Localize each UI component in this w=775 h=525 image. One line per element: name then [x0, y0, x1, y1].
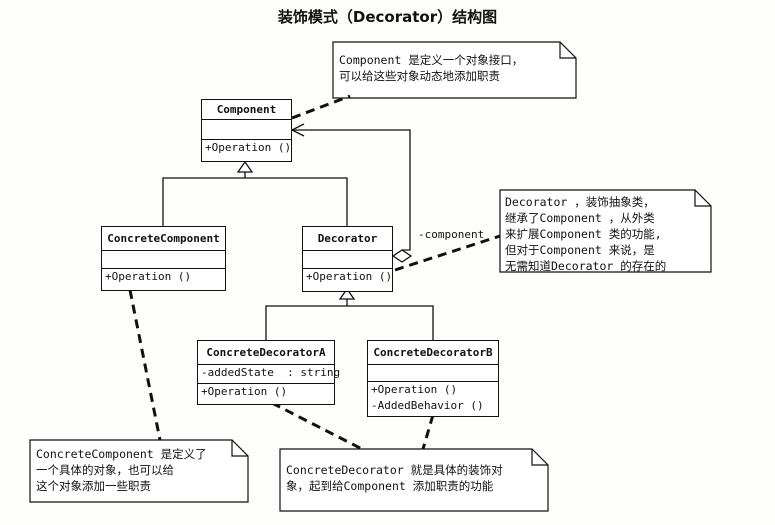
operation: -AddedBehavior (): [371, 399, 484, 412]
class-name: ConcreteDecoratorB: [368, 341, 498, 365]
note-anchors: [128, 94, 501, 451]
anchor-component-note: [291, 94, 351, 120]
note-shape-concrete-component: [29, 439, 249, 503]
note-shape-component: [332, 41, 577, 99]
class-concrete-decorator-b: ConcreteDecoratorB +Operation () -AddedB…: [367, 340, 499, 417]
diagram-title: 装饰模式（Decorator）结构图: [277, 8, 498, 26]
note-concrete-decorator: ConcreteDecorator 就是具体的装饰对 象，起到给Componen…: [286, 462, 503, 494]
generalization-to-decorator: [265, 287, 434, 340]
operation: +Operation (): [371, 383, 458, 396]
note-component: Component 是定义一个对象接口， 可以给这些对象动态地添加职责: [339, 52, 523, 84]
class-component: Component +Operation (): [201, 99, 292, 162]
note-line: 但对于Component 来说，是: [505, 243, 655, 257]
note-shape-concrete-decorator: [279, 448, 549, 512]
class-name: Decorator: [303, 227, 392, 251]
operation: +Operation (): [201, 385, 288, 398]
association-label: -component: [418, 228, 485, 241]
class-attributes: -addedState : string: [198, 365, 341, 384]
class-operations: +Operation () -AddedBehavior (): [368, 382, 498, 416]
anchor-decorator-a-note: [271, 401, 363, 451]
note-line: ConcreteDecorator 就是具体的装饰对: [286, 463, 503, 477]
operation: +Operation (): [205, 141, 292, 154]
class-concrete-component: ConcreteComponent +Operation (): [101, 226, 226, 291]
note-line: 可以给这些对象动态地添加职责: [339, 69, 500, 83]
anchor-concrete-component-note: [128, 289, 162, 441]
aggregation-diamond: [391, 249, 413, 263]
class-operations: +Operation (): [202, 140, 291, 161]
generalization-to-component: [162, 160, 348, 226]
note-line: 象，起到给Component 添加职责的功能: [286, 479, 494, 493]
class-decorator: Decorator +Operation (): [302, 226, 393, 292]
class-attributes: [368, 365, 498, 382]
class-name: Component: [202, 100, 291, 120]
anchor-decorator-note: [394, 234, 501, 272]
note-shape-decorator: [499, 189, 712, 273]
note-line: 来扩展Component 类的功能,: [505, 227, 662, 241]
class-operations: +Operation (): [102, 269, 225, 290]
note-decorator: Decorator ，装饰抽象类， 继承了Component ，从外类 来扩展C…: [505, 194, 666, 274]
inheritance-arrow: [338, 287, 356, 300]
class-operations: +Operation (): [198, 384, 334, 404]
anchor-decorator-b-note: [421, 414, 435, 450]
note-line: ConcreteComponent 是定义了: [36, 447, 207, 461]
class-name: ConcreteComponent: [102, 227, 225, 251]
class-attributes: [202, 120, 291, 140]
note-line: 继承了Component ，从外类: [505, 211, 655, 225]
class-operations: +Operation (): [303, 269, 392, 291]
aggregation-decorator-component: [290, 123, 413, 263]
note-line: 这个对象添加一些职责: [36, 479, 151, 493]
class-name: ConcreteDecoratorA: [198, 341, 334, 365]
class-concrete-decorator-a: ConcreteDecoratorA -addedState : string …: [197, 340, 341, 405]
note-line: 一个具体的对象，也可以给: [36, 463, 174, 477]
class-attributes: [303, 251, 392, 269]
operation: +Operation (): [105, 270, 192, 283]
note-concrete-component: ConcreteComponent 是定义了 一个具体的对象，也可以给 这个对象…: [36, 446, 207, 494]
inheritance-arrow: [236, 160, 254, 173]
note-line: Decorator ，装饰抽象类，: [505, 195, 655, 209]
note-line: 无需知道Decorator 的存在的: [505, 259, 667, 273]
attribute: -addedState : string: [201, 366, 341, 379]
class-attributes: [102, 251, 225, 269]
note-line: Component 是定义一个对象接口，: [339, 53, 524, 67]
operation: +Operation (): [306, 270, 393, 283]
